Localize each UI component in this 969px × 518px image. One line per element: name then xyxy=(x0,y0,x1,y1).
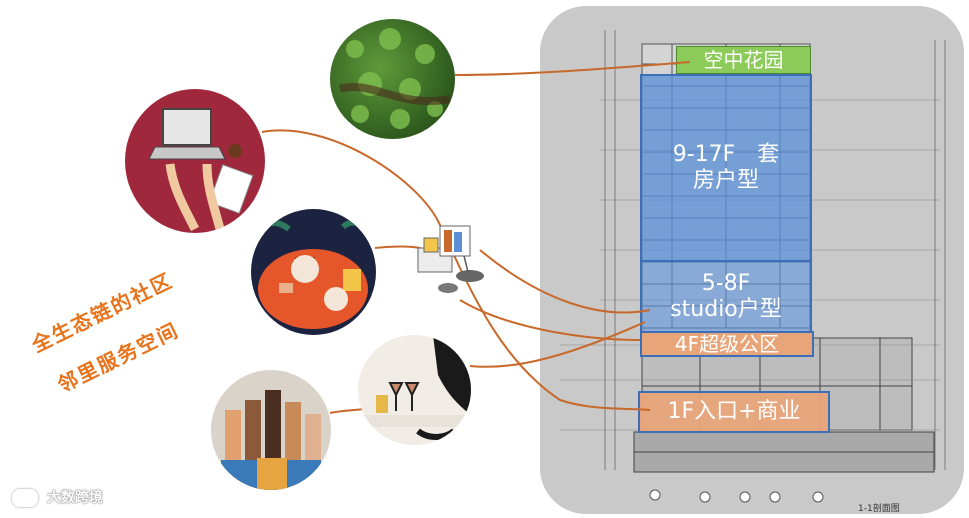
watermark-text: 大数跨境 xyxy=(46,490,103,506)
watermark: 大数跨境 xyxy=(12,487,103,507)
green-wall-foliage xyxy=(338,28,451,129)
dimension-strips xyxy=(604,30,946,470)
drawing-title: 1-1剖面图 xyxy=(858,504,900,514)
connector-garden xyxy=(454,61,691,76)
zone-floors-5-8: 5-8F studio户型 xyxy=(640,260,812,334)
zone-floor-1-label: 1F入口+商业 xyxy=(667,398,801,424)
zone-floors-9-17-line2: 房户型 xyxy=(692,168,759,193)
shared-hub-icon xyxy=(417,225,484,293)
bar-illustration xyxy=(358,335,471,440)
connector-bar xyxy=(469,321,646,368)
zone-floor-4-label: 4F超级公区 xyxy=(674,332,780,356)
connector-hub-5-8 xyxy=(479,249,651,314)
zone-floors-5-8-line2: studio户型 xyxy=(670,297,782,322)
laptop-workspace-photo xyxy=(125,89,265,233)
connector-hub-4f xyxy=(459,299,641,341)
grid-axis-markers xyxy=(649,489,824,503)
laptop-illustration xyxy=(148,108,254,232)
fists-illustration xyxy=(221,390,321,490)
zone-floors-5-8-line1: 5-8F xyxy=(701,270,751,296)
connector-dining xyxy=(374,245,421,249)
zone-sky-garden: 空中花园 xyxy=(676,46,811,74)
zone-floor-4: 4F超级公区 xyxy=(640,331,814,357)
zone-floor-1: 1F入口+商业 xyxy=(638,391,830,433)
zone-sky-garden-label: 空中花园 xyxy=(703,48,784,72)
zone-floors-9-17: 9-17F 套 房户型 xyxy=(640,74,812,262)
connector-laptop xyxy=(261,129,651,411)
raised-fists-photo xyxy=(211,370,331,490)
zone-floors-9-17-line1: 9-17F 套 xyxy=(672,141,780,167)
dining-illustration xyxy=(258,219,372,329)
green-wall-photo xyxy=(330,19,455,139)
bar-drinks-photo xyxy=(358,335,471,445)
dining-table-photo xyxy=(251,209,376,335)
watermark-logo-icon xyxy=(12,489,38,507)
